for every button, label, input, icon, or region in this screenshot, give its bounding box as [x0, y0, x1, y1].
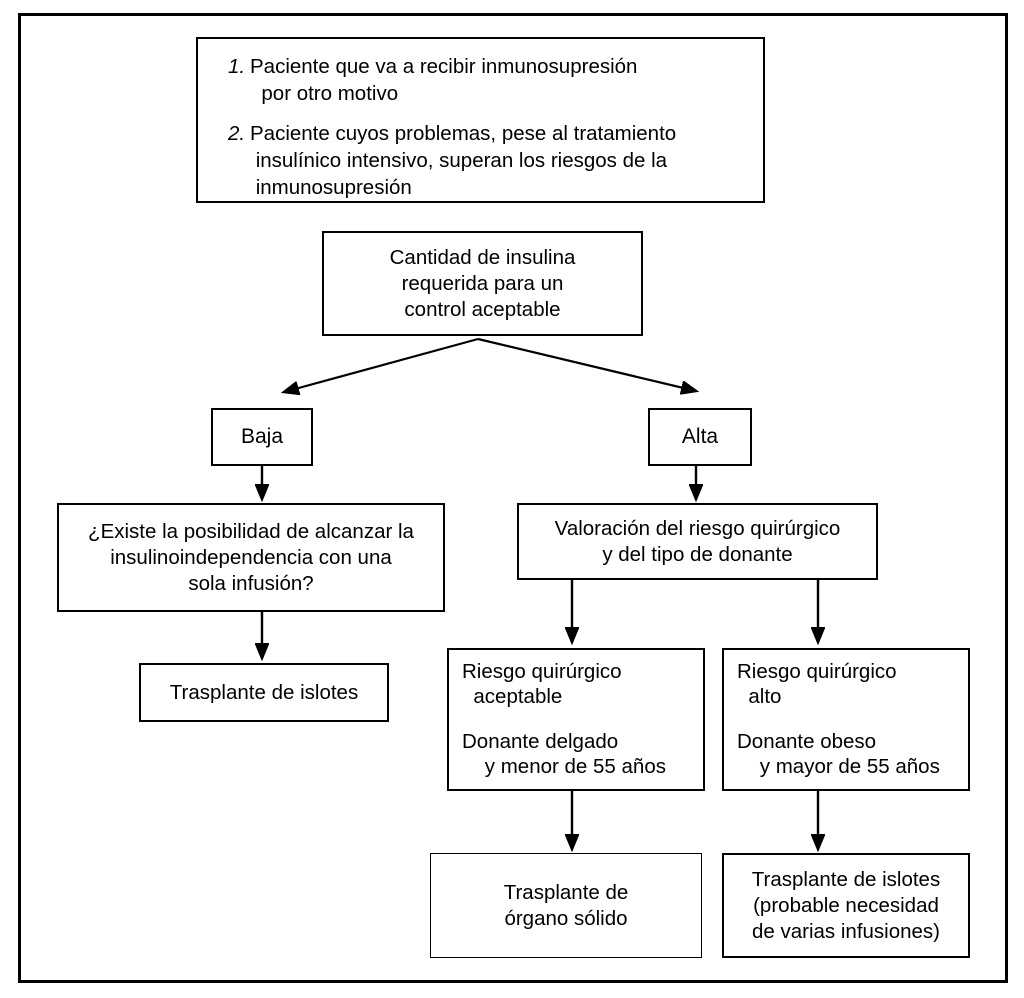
- node-branch-low-text: Baja: [240, 425, 284, 448]
- node-risk-donor-assessment: Valoración del riesgo quirúrgico y del t…: [517, 503, 878, 580]
- node-inclusion-criteria: 1. Paciente que va a recibir inmunosupre…: [196, 37, 765, 203]
- criteria-item-1-number: 1.: [228, 55, 246, 78]
- node-high-donor-text: Donante obeso y mayor de 55 años: [737, 730, 940, 778]
- criteria-item-2-text: Paciente cuyos problemas, pese al tratam…: [250, 122, 677, 199]
- node-risk-donor-assessment-text: Valoración del riesgo quirúrgico y del t…: [554, 516, 841, 566]
- node-solid-organ-transplant-text: Trasplante de órgano sólido: [503, 880, 629, 930]
- node-branch-high: Alta: [648, 408, 752, 466]
- node-acceptable-donor-text: Donante delgado y menor de 55 años: [462, 730, 666, 778]
- criteria-item-2: 2. Paciente cuyos problemas, pese al tra…: [228, 120, 753, 201]
- node-single-infusion-question-text: ¿Existe la posibilidad de alcanzar la in…: [88, 519, 414, 595]
- criteria-item-1: 1. Paciente que va a recibir inmunosupre…: [228, 53, 753, 107]
- node-islet-transplant-multiple: Trasplante de islotes (probable necesida…: [722, 853, 970, 958]
- node-islet-transplant-text: Trasplante de islotes: [169, 680, 359, 704]
- criteria-item-2-number: 2.: [228, 122, 246, 145]
- node-acceptable-risk: Riesgo quirúrgico aceptable Donante delg…: [447, 648, 705, 791]
- node-high-risk: Riesgo quirúrgico alto Donante obeso y m…: [722, 648, 970, 791]
- node-solid-organ-transplant: Trasplante de órgano sólido: [430, 853, 702, 958]
- node-islet-transplant-multiple-text: Trasplante de islotes (probable necesida…: [751, 867, 941, 943]
- node-acceptable-risk-text: Riesgo quirúrgico aceptable: [462, 660, 622, 708]
- node-insulin-amount: Cantidad de insulina requerida para un c…: [322, 231, 643, 336]
- node-high-risk-text: Riesgo quirúrgico alto: [737, 660, 897, 708]
- node-single-infusion-question: ¿Existe la posibilidad de alcanzar la in…: [57, 503, 445, 612]
- node-islet-transplant: Trasplante de islotes: [139, 663, 389, 722]
- criteria-item-1-text: Paciente que va a recibir inmunosupresió…: [250, 55, 638, 105]
- node-insulin-amount-text: Cantidad de insulina requerida para un c…: [389, 245, 576, 321]
- node-branch-high-text: Alta: [681, 425, 719, 448]
- node-branch-low: Baja: [211, 408, 313, 466]
